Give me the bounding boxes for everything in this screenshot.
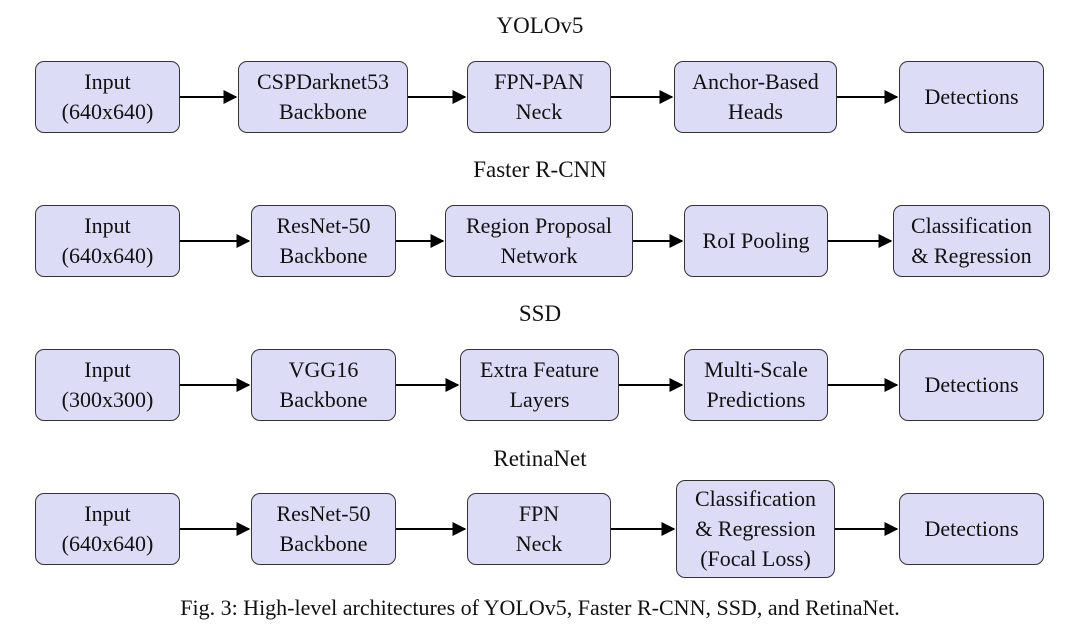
ssd-input-box: Input (300x300) <box>35 349 180 421</box>
retinanet-neck-box: FPN Neck <box>467 493 611 565</box>
yolov5-input-box: Input (640x640) <box>35 61 180 133</box>
yolov5-heads-box: Anchor-Based Heads <box>674 61 837 133</box>
ssd-detections-box: Detections <box>899 349 1044 421</box>
row-title-retinanet: RetinaNet <box>493 446 587 471</box>
faster-rcnn-roi-pooling-box: RoI Pooling <box>684 205 828 277</box>
ssd-predictions-box: Multi-Scale Predictions <box>684 349 828 421</box>
retinanet-heads-box: Classification & Regression (Focal Loss) <box>676 480 835 578</box>
row-title-yolov5: YOLOv5 <box>496 13 584 38</box>
ssd-backbone-box: VGG16 Backbone <box>251 349 396 421</box>
retinanet-input-box: Input (640x640) <box>35 493 180 565</box>
yolov5-neck-box: FPN-PAN Neck <box>467 61 611 133</box>
yolov5-backbone-box: CSPDarknet53 Backbone <box>238 61 408 133</box>
yolov5-detections-box: Detections <box>899 61 1044 133</box>
row-title-ssd: SSD <box>518 301 562 326</box>
retinanet-backbone-box: ResNet-50 Backbone <box>251 493 396 565</box>
faster-rcnn-backbone-box: ResNet-50 Backbone <box>251 205 396 277</box>
faster-rcnn-rpn-box: Region Proposal Network <box>445 205 633 277</box>
figure-caption: Fig. 3: High-level architectures of YOLO… <box>180 595 900 620</box>
ssd-extra-layers-box: Extra Feature Layers <box>460 349 619 421</box>
row-title-faster-rcnn: Faster R-CNN <box>473 157 607 182</box>
retinanet-detections-box: Detections <box>899 493 1044 565</box>
faster-rcnn-output-box: Classification & Regression <box>893 205 1050 277</box>
faster-rcnn-input-box: Input (640x640) <box>35 205 180 277</box>
